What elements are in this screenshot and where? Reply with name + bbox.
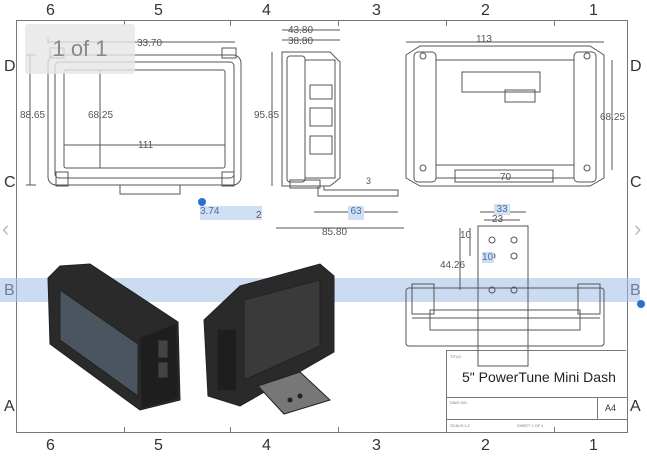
drawing-title: 5" PowerTune Mini Dash: [462, 369, 616, 385]
zone-row-d-right: D: [630, 58, 642, 75]
prev-page-arrow[interactable]: ‹: [2, 216, 10, 241]
zone-col-2-bottom: 2: [481, 437, 490, 454]
dim-hole-spacing-h[interactable]: 10: [482, 252, 494, 263]
selection-handle[interactable]: [198, 198, 206, 206]
zone-tick: [554, 427, 555, 433]
zone-col-3-top: 3: [372, 2, 381, 19]
dim-offset-b: 2: [256, 210, 262, 221]
iso-view-front: [47, 263, 181, 411]
dwg-label: DWG.NO.: [450, 400, 468, 405]
dim-rear-width: 113: [476, 34, 492, 45]
scale-label: SCALE:1:2: [450, 423, 470, 428]
zone-col-4-bottom: 4: [262, 437, 271, 454]
dim-side-depth-inner: 38.80: [288, 36, 314, 47]
zone-col-5-bottom: 5: [154, 437, 163, 454]
zone-col-2-top: 2: [481, 2, 490, 19]
zone-row-c-left: C: [4, 174, 16, 191]
zone-col-1-bottom: 1: [589, 437, 598, 454]
dim-side-height: 95.85: [254, 110, 280, 121]
dim-bracket-thickness: 3: [366, 176, 372, 186]
zone-col-6-bottom: 6: [46, 437, 55, 454]
zone-tick: [230, 427, 231, 433]
dim-bracket-offset: 44.26: [440, 260, 466, 271]
zone-col-3-bottom: 3: [372, 437, 381, 454]
side-view: [271, 29, 404, 229]
dim-overall-depth: 85.80: [322, 227, 348, 238]
zone-row-c-right: C: [630, 174, 642, 191]
title-block: TITLE: 5" PowerTune Mini Dash DWG.NO. A4…: [446, 350, 627, 433]
sheet-label: SHEET 1 OF 1: [517, 423, 544, 428]
dim-offset-a[interactable]: 3.74: [200, 206, 262, 220]
dim-front-height: 88.65: [20, 110, 46, 121]
zone-row-a-right: A: [630, 398, 641, 415]
zone-tick: [338, 427, 339, 433]
iso-view-rear: [203, 263, 335, 415]
title-label: TITLE:: [450, 354, 463, 359]
zone-tick: [338, 20, 339, 26]
band-resize-handle[interactable]: [637, 300, 645, 308]
scale-divider: [447, 419, 627, 420]
dim-hole-spacing-v: 10: [460, 230, 472, 241]
zone-col-6-top: 6: [46, 2, 55, 19]
bottom-view: [405, 283, 605, 347]
dim-front-width-top: 33.70: [137, 38, 163, 49]
dim-bracket-width-inner: 23: [492, 214, 504, 225]
dim-screen-height: 68.25: [88, 110, 114, 121]
sheet-size: A4: [604, 403, 616, 413]
front-view: [26, 38, 242, 195]
drawing-border: [16, 20, 628, 433]
zone-tick: [124, 20, 125, 26]
zone-tick: [446, 20, 447, 26]
zone-col-5-top: 5: [154, 2, 163, 19]
zone-tick: [230, 20, 231, 26]
title-divider: [447, 397, 627, 398]
zone-row-d-left: D: [4, 58, 16, 75]
page-indicator: 1 of 1: [25, 24, 135, 74]
zone-row-a-left: A: [4, 398, 15, 415]
dim-side-depth-outer: 43.80: [288, 25, 314, 36]
dim-bracket-length[interactable]: 63: [348, 206, 364, 220]
dim-bracket-width-outer[interactable]: 33: [494, 204, 510, 215]
size-divider: [597, 397, 598, 419]
zone-tick: [554, 20, 555, 26]
rear-view: [405, 41, 613, 187]
dim-rear-mount-spacing: 70: [500, 172, 512, 183]
zone-col-1-top: 1: [589, 2, 598, 19]
zone-tick: [124, 427, 125, 433]
next-page-arrow[interactable]: ›: [634, 216, 642, 241]
dim-screen-width: 111: [138, 140, 154, 151]
dim-rear-height: 68.25: [600, 112, 626, 123]
zone-col-4-top: 4: [262, 2, 271, 19]
